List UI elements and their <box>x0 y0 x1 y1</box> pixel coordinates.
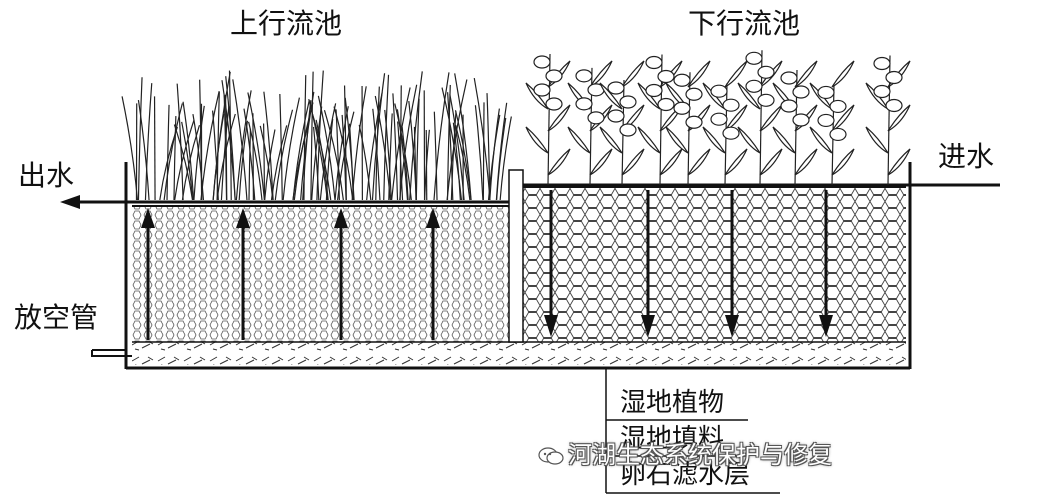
outlet-label: 出水 <box>18 160 74 192</box>
wechat-icon <box>538 446 564 466</box>
flowering-plant <box>600 61 644 185</box>
reed-blade <box>249 129 250 200</box>
reed-blade <box>122 96 137 200</box>
flowering-plant <box>703 61 747 185</box>
reed-blade <box>475 105 483 200</box>
reed-blade <box>280 94 282 200</box>
divider-wall <box>509 170 523 342</box>
downflow-pool-label: 下行流池 <box>688 8 800 40</box>
upflow-media-fill <box>132 206 512 342</box>
outlet-arrowhead <box>60 195 80 209</box>
upflow-pool-label: 上行流池 <box>230 8 342 40</box>
reed-blade <box>145 83 151 200</box>
flowering-plant <box>738 50 782 185</box>
reed-blade <box>359 125 371 200</box>
upflow-reeds <box>122 71 511 200</box>
reed-blade <box>275 110 292 200</box>
gravel-drainage-layer <box>132 342 906 365</box>
reed-blade <box>167 105 169 200</box>
flowering-plant <box>810 61 854 185</box>
flowering-plant <box>568 61 612 185</box>
watermark: 河湖生态系统保护与修复 <box>538 440 832 470</box>
flowering-plant <box>526 54 570 185</box>
flowering-plant <box>638 55 682 185</box>
reed-blade <box>155 96 156 200</box>
reed-blade <box>138 77 142 200</box>
legend-item-plants: 湿地植物 <box>620 388 724 418</box>
drain-pipe-label: 放空管 <box>14 302 98 334</box>
downflow-media-fill <box>523 187 906 342</box>
downflow-flowering-plants <box>526 50 910 185</box>
watermark-text: 河湖生态系统保护与修复 <box>568 441 832 469</box>
reed-blade <box>483 102 484 200</box>
reed-blade <box>352 86 366 200</box>
flowering-plant <box>773 61 817 185</box>
flowering-plant <box>866 55 910 185</box>
inlet-label: 进水 <box>938 141 994 173</box>
